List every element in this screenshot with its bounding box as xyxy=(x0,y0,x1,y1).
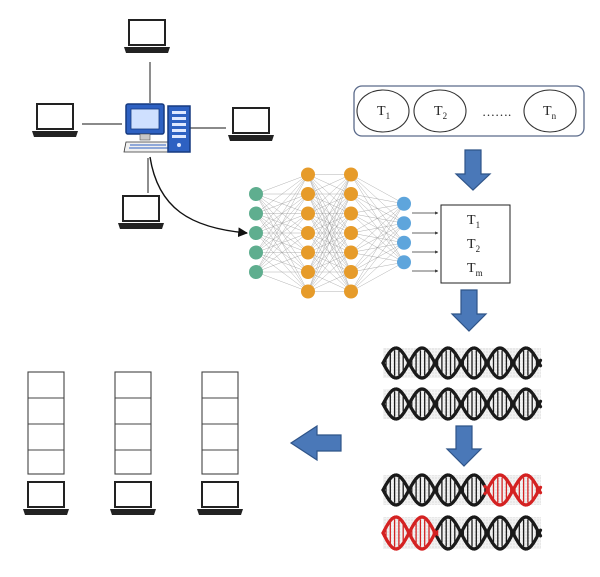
selected-task-t2: T2 xyxy=(467,237,480,254)
laptop-icon xyxy=(32,103,78,137)
network-node xyxy=(249,245,263,260)
task-pool: T1 T2 ……. Tn xyxy=(353,85,585,137)
laptop-icon xyxy=(110,481,156,515)
network-node xyxy=(301,245,315,260)
selected-task-tm: Tm xyxy=(467,261,483,278)
network-node xyxy=(397,196,411,211)
network-node xyxy=(344,245,358,260)
network-node xyxy=(344,284,358,299)
dna-helix-icon xyxy=(381,515,543,551)
resource-stack xyxy=(110,371,156,515)
selected-task-t1: T1 xyxy=(467,213,480,230)
dna-helix-icon xyxy=(381,346,543,380)
block-arrow-icon xyxy=(454,149,492,191)
network-node xyxy=(301,167,315,182)
selected-task-list: T1 T2 Tm xyxy=(440,204,511,284)
network-node xyxy=(344,187,358,201)
laptop-icon xyxy=(23,481,69,515)
network-node xyxy=(249,206,263,221)
resource-stack xyxy=(197,371,243,515)
network-node xyxy=(301,265,315,279)
task-pool-ellipsis: ……. xyxy=(482,104,511,119)
desktop-computer-icon xyxy=(123,103,191,153)
task-pool-tn: Tn xyxy=(543,104,557,121)
network-node xyxy=(301,284,315,299)
task-pool-t1: T1 xyxy=(377,104,390,121)
network-node xyxy=(397,216,411,231)
network-node xyxy=(249,226,263,240)
dna-helix-icon xyxy=(381,387,543,421)
network-node xyxy=(397,255,411,270)
neural-network xyxy=(249,167,411,299)
output-arrows xyxy=(412,211,439,273)
network-node xyxy=(249,187,263,201)
block-arrow-icon xyxy=(450,289,488,332)
laptop-icon xyxy=(197,481,243,515)
network-node xyxy=(301,226,315,240)
task-pool-t2: T2 xyxy=(434,104,447,121)
dna-helix-icon xyxy=(381,473,543,507)
network-node xyxy=(397,235,411,250)
client-server-network xyxy=(32,19,274,238)
laptop-icon xyxy=(118,195,164,229)
network-node xyxy=(344,206,358,221)
network-node xyxy=(301,187,315,201)
resource-stack xyxy=(23,371,69,515)
chromosome-population xyxy=(381,346,543,551)
network-node xyxy=(344,167,358,182)
block-arrow-icon xyxy=(445,425,483,467)
laptop-icon xyxy=(124,19,170,53)
network-node xyxy=(344,226,358,240)
network-node xyxy=(344,265,358,279)
network-node xyxy=(249,265,263,279)
network-connections xyxy=(255,174,405,292)
network-node xyxy=(301,206,315,221)
block-arrow-icon xyxy=(289,424,342,462)
laptop-icon xyxy=(228,107,274,141)
